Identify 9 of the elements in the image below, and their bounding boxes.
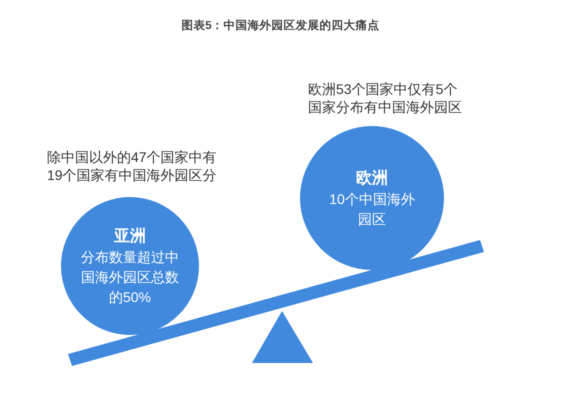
- node-heading: 亚洲: [113, 226, 147, 246]
- circle-node: [300, 126, 444, 270]
- node-text: 10个中国海外园区: [328, 190, 416, 228]
- annotation-text: 欧洲53个国家中仅有5个国家分布有中国海外园区: [308, 80, 463, 116]
- node-text: 分布数量超过中国海外园区总数的50%: [80, 248, 180, 306]
- chart-title: 图表5：中国海外园区发展的四大痛点: [180, 18, 381, 34]
- circle-node: [61, 197, 199, 335]
- node-heading: 欧洲: [355, 168, 389, 188]
- annotation-text: 除中国以外的47个国家中有19个国家有中国海外园区分: [47, 148, 218, 184]
